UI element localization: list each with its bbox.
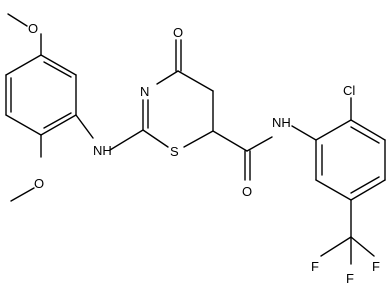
bond <box>315 179 352 201</box>
bond <box>183 130 214 148</box>
bond <box>142 129 169 148</box>
atom-cl: Cl <box>343 83 355 98</box>
bond <box>109 129 144 151</box>
atom-o-methoxy-bottom: O <box>34 176 44 191</box>
bond <box>40 114 77 136</box>
atom-f-right: F <box>372 259 380 274</box>
bond <box>43 61 72 78</box>
bond <box>291 125 317 141</box>
atom-labels: O N O NH S NH Cl O O F F F <box>28 21 380 286</box>
atom-n-ring: N <box>140 84 149 99</box>
bond <box>43 112 72 129</box>
bond <box>156 70 179 85</box>
atom-nh-amide: NH <box>272 115 291 130</box>
atom-o-carbonyl-ring: O <box>173 25 183 40</box>
bond <box>320 236 352 257</box>
bond <box>7 13 28 27</box>
bond <box>5 114 42 136</box>
atom-o-methoxy-top: O <box>28 21 38 36</box>
bond <box>212 130 248 152</box>
bond <box>350 179 386 201</box>
bond <box>75 114 94 139</box>
atom-o-amide: O <box>242 184 252 199</box>
bond <box>315 119 352 141</box>
bond <box>5 54 42 76</box>
atom-f-left: F <box>311 259 319 274</box>
atom-f-bottom: F <box>346 271 354 286</box>
bond <box>350 236 375 257</box>
bond <box>177 70 214 92</box>
bond <box>246 136 273 152</box>
bond <box>40 54 77 76</box>
bonds <box>5 13 386 265</box>
bond <box>350 126 380 144</box>
atom-nh-aniline: NH <box>93 143 112 158</box>
bond <box>350 119 386 141</box>
atom-s-ring: S <box>170 144 179 159</box>
bond <box>10 187 35 202</box>
bond <box>350 176 380 194</box>
